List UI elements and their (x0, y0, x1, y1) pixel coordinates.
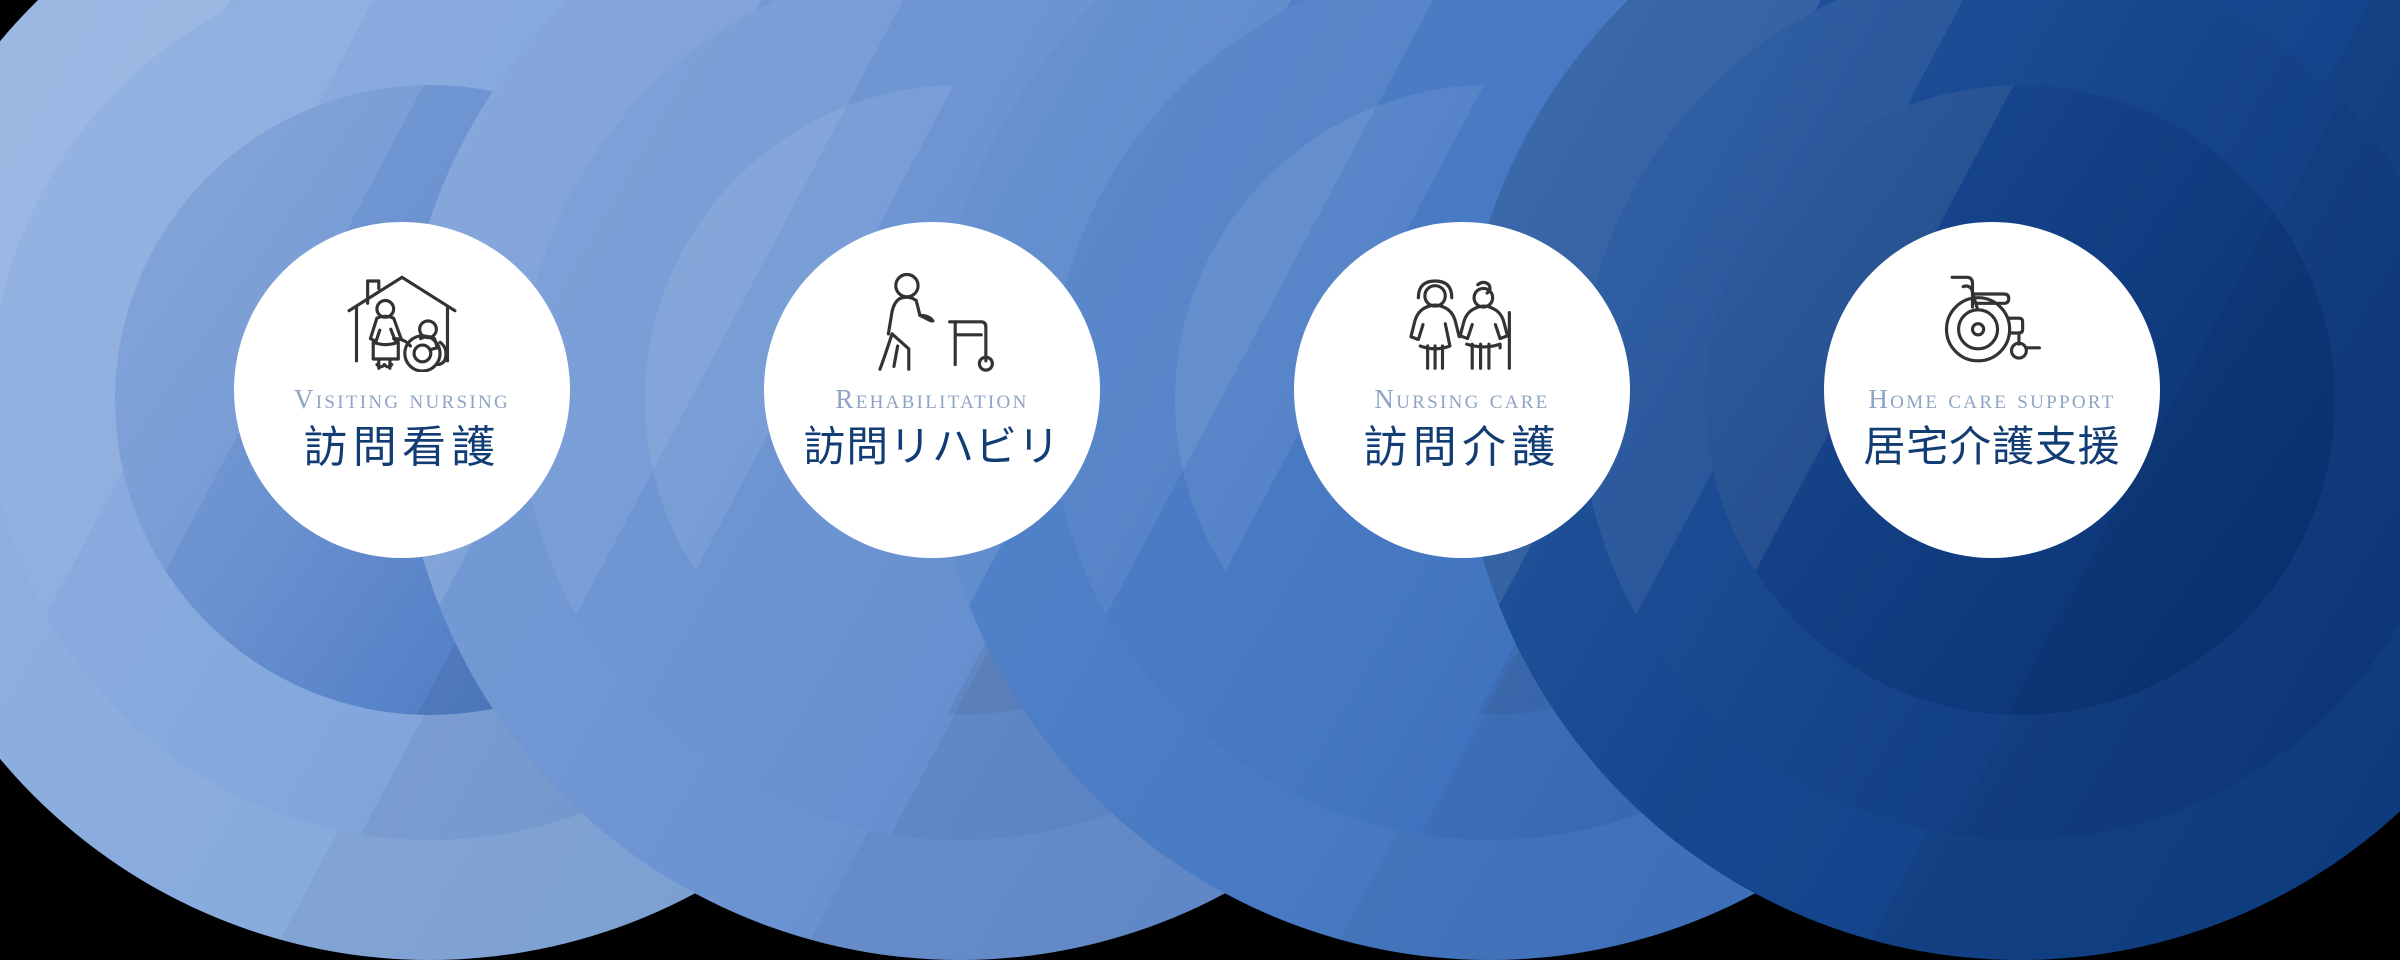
walking-person-walker-icon (862, 268, 1002, 372)
service-english-label: Home care support (1868, 384, 2116, 414)
service-badge-nursing-care[interactable]: Nursing care 訪問介護 (1294, 222, 1630, 558)
service-english-label: Nursing care (1374, 384, 1550, 414)
service-english-label: Rehabilitation (835, 384, 1029, 414)
service-english-label: Visiting nursing (293, 384, 511, 414)
service-japanese-label: 訪問リハビリ (803, 422, 1061, 471)
service-japanese-label: 居宅介護支援 (1863, 422, 2121, 471)
disc-inner-ring (1705, 85, 2335, 715)
service-badge-rehabilitation[interactable]: Rehabilitation 訪問リハビリ (764, 222, 1100, 558)
service-badge-visiting-nursing[interactable]: Visiting nursing 訪問看護 (234, 222, 570, 558)
house-nurse-wheelchair-icon (332, 268, 472, 372)
service-japanese-label: 訪問介護 (1363, 422, 1561, 473)
service-badge-home-care-support[interactable]: Home care support 居宅介護支援 (1824, 222, 2160, 558)
service-japanese-label: 訪問看護 (303, 422, 501, 473)
two-people-cane-icon (1392, 268, 1532, 372)
wheelchair-icon (1922, 268, 2062, 372)
